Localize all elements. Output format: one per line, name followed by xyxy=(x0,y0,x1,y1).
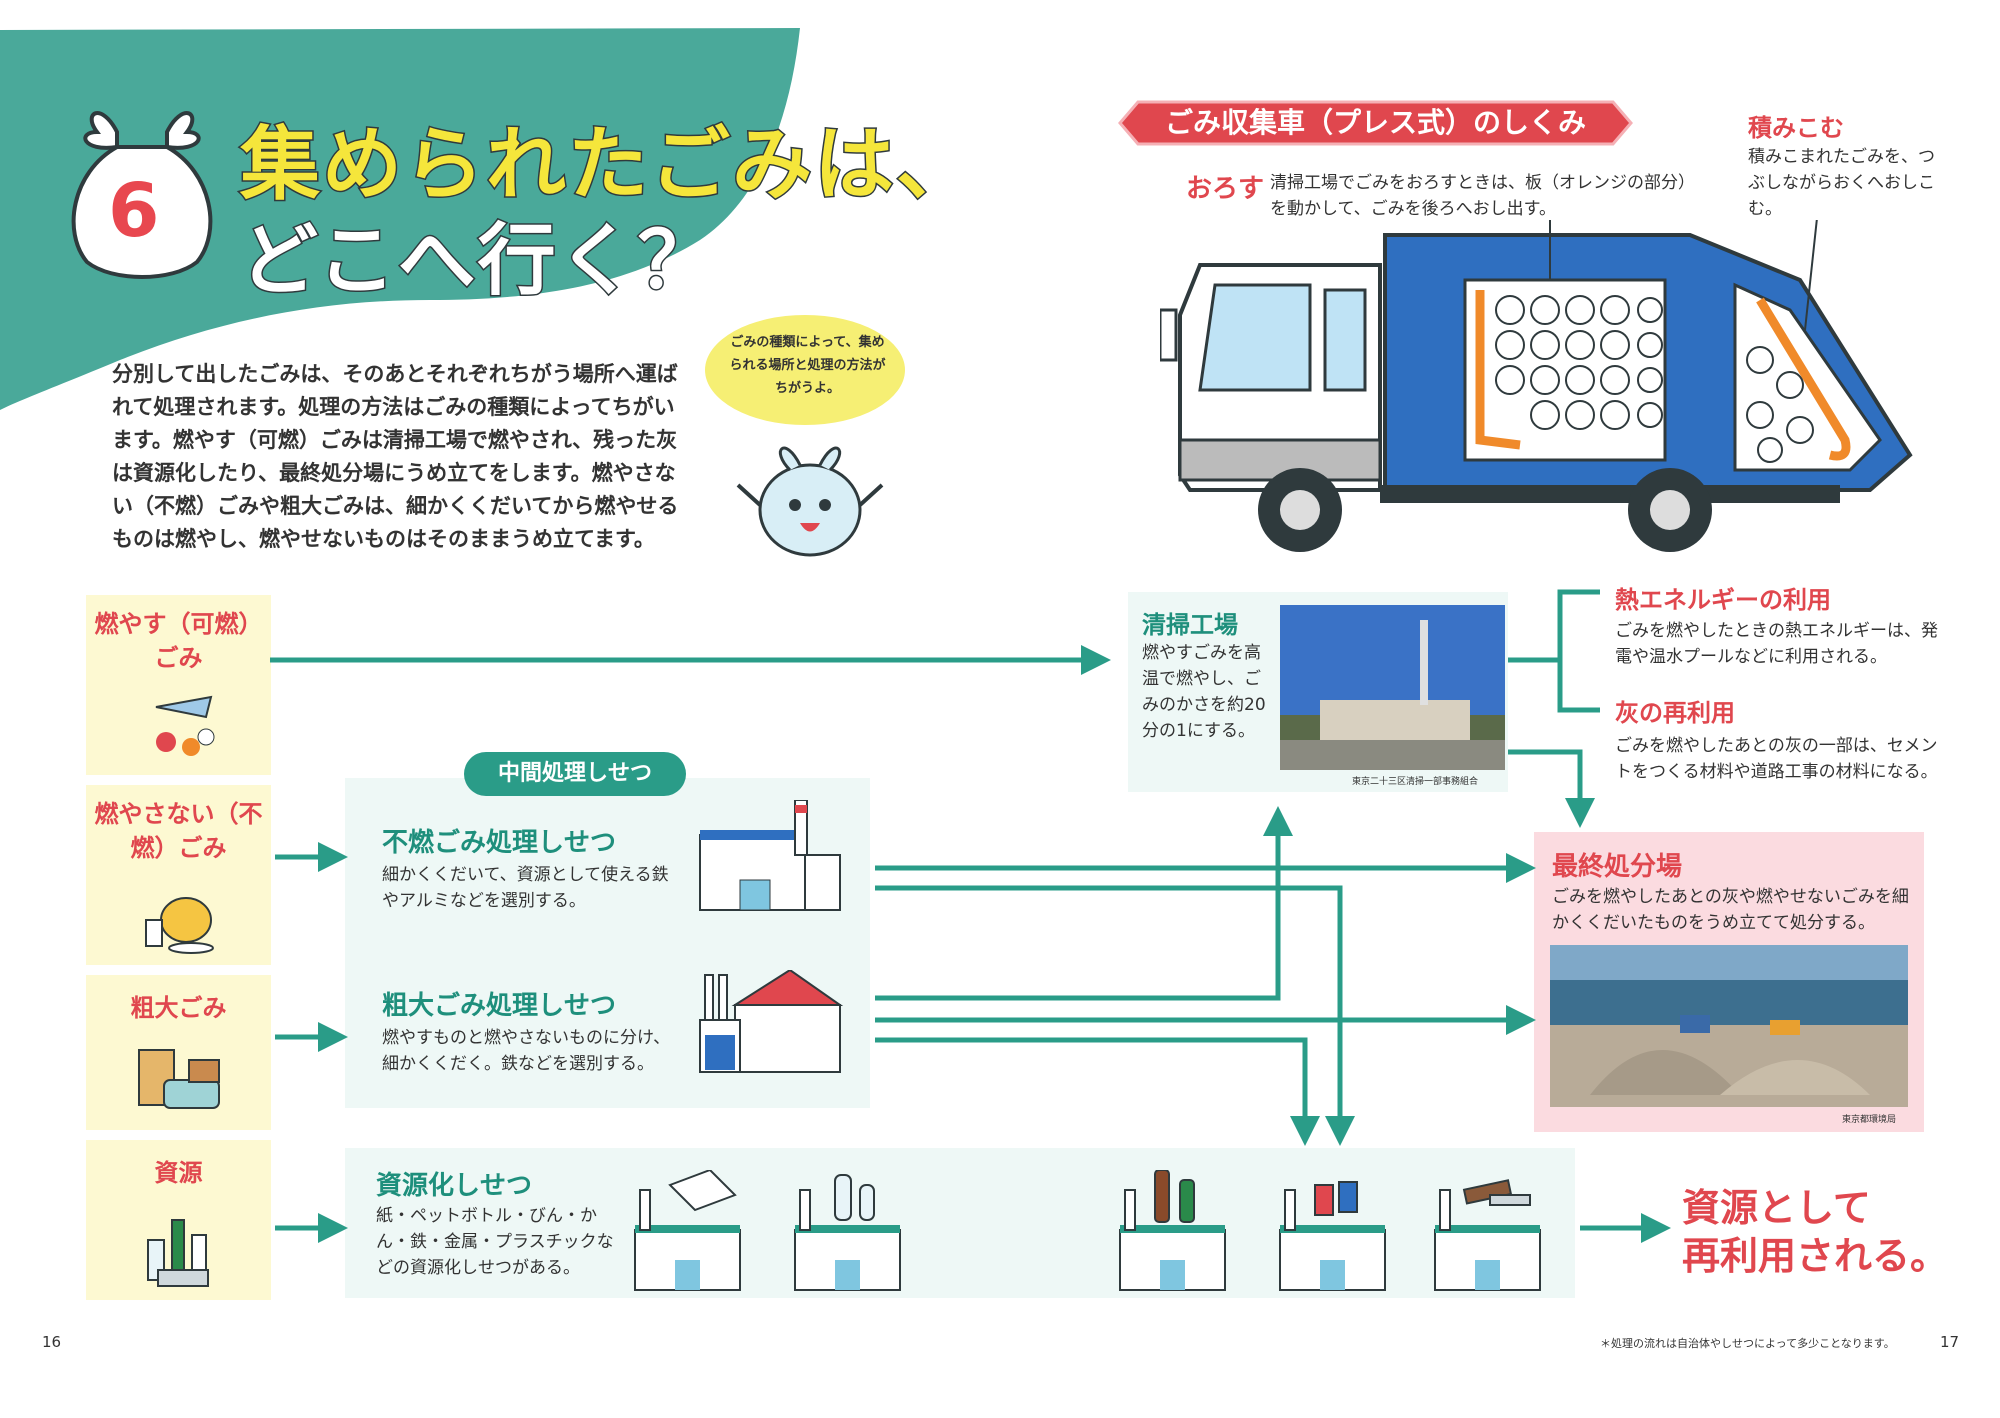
category-resources-label: 資源 xyxy=(154,1159,203,1187)
glass-bottle-plant-icon xyxy=(1119,1170,1226,1291)
category-burnable: 燃やす（可燃）ごみ xyxy=(86,595,271,775)
garbage-bag-icon xyxy=(71,111,213,279)
mascot-icon xyxy=(736,446,884,557)
bulky-facility-desc: 燃やすものと燃やさないものに分け、細かくくだく。鉄などを選別する。 xyxy=(382,1028,671,1074)
reuse-result: 資源として 再利用される。 xyxy=(1682,1184,1948,1280)
page-number-left: 16 xyxy=(42,1333,62,1351)
incinerator-photo-caption: 東京二十三区清掃一部事務組合 xyxy=(1352,777,1479,787)
recycling-facility-desc: 紙・ペットボトル・びん・かん・鉄・金属・プラスチックなどの資源化しせつがある。 xyxy=(376,1206,614,1278)
unload-label: おろす xyxy=(1186,174,1265,204)
ash-desc: ごみを燃やしたあとの灰の一部は、セメントをつくる材料や道路工事の材料になる。 xyxy=(1615,736,1938,782)
bottles-cans-icon xyxy=(147,1219,209,1287)
noncombustible-facility-desc: 細かくくだいて、資源として使える鉄やアルミなどを選別する。 xyxy=(382,865,669,911)
category-bulky: 粗大ごみ xyxy=(86,975,271,1130)
incinerator-title: 清掃工場 xyxy=(1142,611,1238,639)
ash-title: 灰の再利用 xyxy=(1615,699,1735,727)
speech-bubble-text: ごみの種類によって、集められる場所と処理の方法がちがうよ。 xyxy=(729,335,886,396)
bulky-facility-title: 粗大ごみ処理しせつ xyxy=(382,991,617,1021)
load-label: 積みこむ xyxy=(1748,114,1844,142)
can-plant-icon xyxy=(1279,1181,1386,1291)
plastic-metal-plant-icon xyxy=(1434,1179,1541,1291)
truck-title: ごみ収集車（プレス式）のしくみ xyxy=(1164,106,1587,139)
recycling-plants-illustration xyxy=(634,1170,1541,1291)
page-title-line2: どこへ行く？ xyxy=(239,215,718,308)
landfill-title: 最終処分場 xyxy=(1552,852,1683,882)
garbage-truck-illustration xyxy=(1160,220,1913,552)
landfill-photo-caption: 東京都環境局 xyxy=(1842,1115,1897,1125)
page-number-right: 17 xyxy=(1940,1333,1960,1351)
load-desc: 積みこまれたごみを、つぶしながらおくへおしこむ。 xyxy=(1748,147,1935,219)
intro-paragraph: 分別して出したごみは、そのあとそれぞれちがう場所へ運ばれて処理されます。処理の方… xyxy=(112,362,679,551)
recycling-facility-title: 資源化しせつ xyxy=(376,1171,533,1201)
category-nonburnable: 燃やさない（不燃）ごみ xyxy=(86,785,271,965)
furniture-icon xyxy=(138,1049,220,1109)
noncombustible-facility-title: 不燃ごみ処理しせつ xyxy=(382,828,617,858)
pet-bottle-plant-icon xyxy=(794,1174,901,1291)
paper-plant-icon xyxy=(634,1170,741,1291)
truck-title-banner xyxy=(1118,100,1633,146)
incinerator-photo xyxy=(1280,605,1505,770)
category-burnable-label: 燃やす（可燃）ごみ xyxy=(94,610,263,672)
landfill-desc: ごみを燃やしたあとの灰や燃やせないごみを細かくくだいたものをうめ立てて処分する。 xyxy=(1552,887,1909,933)
kettle-icon xyxy=(145,897,214,954)
factory-icon xyxy=(699,800,841,911)
reuse-result-line2: 再利用される。 xyxy=(1682,1234,1949,1278)
unload-desc: 清掃工場でごみをおろすときは、板（オレンジの部分）を動かして、ごみを後ろへおし出… xyxy=(1270,173,1687,219)
category-resources: 資源 xyxy=(86,1140,271,1300)
category-bulky-label: 粗大ごみ xyxy=(130,994,227,1022)
heat-desc: ごみを燃やしたときの熱エネルギーは、発電や温水プールなどに利用される。 xyxy=(1615,621,1938,667)
category-nonburnable-label: 燃やさない（不燃）ごみ xyxy=(94,800,263,862)
speech-bubble xyxy=(705,315,905,425)
footnote: ＊処理の流れは自治体やしせつによって多少ことなります。 xyxy=(1600,1337,1895,1350)
heat-title: 熱エネルギーの利用 xyxy=(1615,586,1831,614)
intermediate-facilities-label: 中間処理しせつ xyxy=(464,752,686,796)
reuse-result-line1: 資源として xyxy=(1682,1186,1871,1230)
landfill-photo xyxy=(1550,945,1908,1107)
page-title-line1: 集められたごみは、 xyxy=(239,117,978,213)
section-number: 6 xyxy=(108,168,160,254)
factory-icon xyxy=(699,970,844,1073)
header-background xyxy=(0,28,800,410)
food-waste-icon xyxy=(155,695,215,756)
incinerator-desc: 燃やすごみを高温で燃やし、ごみのかさを約20分の1にする。 xyxy=(1142,643,1266,741)
